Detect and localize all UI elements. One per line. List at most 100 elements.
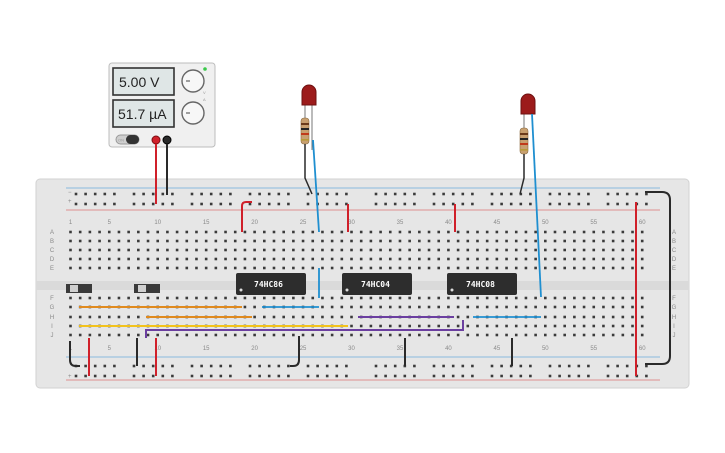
terminal-hole[interactable] [611, 257, 615, 261]
rail-hole[interactable] [229, 364, 232, 368]
terminal-hole[interactable] [553, 257, 557, 261]
terminal-hole[interactable] [98, 296, 101, 300]
terminal-hole[interactable] [340, 248, 344, 252]
terminal-hole[interactable] [427, 230, 431, 234]
terminal-hole[interactable] [263, 333, 266, 337]
terminal-hole[interactable] [640, 333, 644, 337]
rail-hole[interactable] [374, 202, 378, 206]
rail-hole[interactable] [190, 192, 194, 196]
terminal-hole[interactable] [166, 239, 169, 243]
terminal-hole[interactable] [592, 333, 596, 337]
terminal-hole[interactable] [185, 333, 189, 337]
rail-hole[interactable] [142, 192, 145, 196]
terminal-hole[interactable] [640, 239, 644, 243]
terminal-hole[interactable] [156, 333, 160, 337]
terminal-hole[interactable] [495, 248, 499, 252]
terminal-hole[interactable] [88, 230, 92, 234]
terminal-hole[interactable] [369, 257, 373, 261]
terminal-hole[interactable] [243, 248, 247, 252]
rail-hole[interactable] [587, 374, 590, 378]
rail-hole[interactable] [93, 202, 97, 206]
terminal-hole[interactable] [573, 248, 576, 252]
terminal-hole[interactable] [292, 333, 295, 337]
terminal-hole[interactable] [456, 248, 460, 252]
led-1-signal-wire[interactable] [312, 139, 320, 233]
terminal-hole[interactable] [321, 333, 324, 337]
terminal-hole[interactable] [321, 305, 324, 309]
terminal-hole[interactable] [224, 296, 227, 300]
terminal-hole[interactable] [631, 248, 634, 252]
terminal-hole[interactable] [621, 266, 625, 270]
terminal-hole[interactable] [379, 239, 382, 243]
terminal-hole[interactable] [611, 239, 615, 243]
rail-hole[interactable] [442, 374, 445, 378]
terminal-hole[interactable] [301, 248, 305, 252]
terminal-hole[interactable] [204, 248, 208, 252]
terminal-hole[interactable] [214, 239, 218, 243]
terminal-hole[interactable] [311, 315, 315, 319]
terminal-hole[interactable] [544, 315, 547, 319]
terminal-hole[interactable] [195, 230, 198, 234]
rail-hole[interactable] [451, 374, 455, 378]
terminal-hole[interactable] [582, 257, 586, 261]
terminal-hole[interactable] [447, 305, 450, 309]
terminal-hole[interactable] [146, 257, 150, 261]
terminal-hole[interactable] [592, 296, 596, 300]
terminal-hole[interactable] [330, 239, 334, 243]
rail-hole[interactable] [325, 364, 329, 368]
terminal-hole[interactable] [505, 239, 508, 243]
terminal-hole[interactable] [505, 324, 508, 328]
terminal-hole[interactable] [330, 257, 334, 261]
terminal-hole[interactable] [243, 239, 247, 243]
terminal-hole[interactable] [107, 333, 111, 337]
terminal-hole[interactable] [437, 230, 441, 234]
rail-hole[interactable] [548, 202, 552, 206]
rail-hole[interactable] [567, 192, 571, 196]
rail-hole[interactable] [277, 202, 281, 206]
terminal-hole[interactable] [204, 230, 208, 234]
terminal-hole[interactable] [311, 239, 315, 243]
terminal-hole[interactable] [243, 305, 247, 309]
terminal-hole[interactable] [544, 257, 547, 261]
terminal-hole[interactable] [146, 239, 150, 243]
rail-hole[interactable] [471, 192, 474, 196]
rail-hole[interactable] [93, 192, 97, 196]
rail-hole[interactable] [113, 374, 116, 378]
rail-hole[interactable] [567, 374, 571, 378]
terminal-hole[interactable] [69, 315, 72, 319]
rail-hole[interactable] [490, 202, 494, 206]
terminal-hole[interactable] [505, 333, 508, 337]
terminal-hole[interactable] [544, 296, 547, 300]
rail-hole[interactable] [209, 374, 213, 378]
terminal-hole[interactable] [437, 266, 441, 270]
terminal-hole[interactable] [137, 296, 140, 300]
rail-hole[interactable] [519, 202, 523, 206]
terminal-hole[interactable] [282, 315, 285, 319]
terminal-hole[interactable] [263, 248, 266, 252]
terminal-hole[interactable] [292, 266, 295, 270]
terminal-hole[interactable] [321, 230, 324, 234]
terminal-hole[interactable] [253, 257, 256, 261]
terminal-hole[interactable] [640, 315, 644, 319]
terminal-hole[interactable] [563, 230, 566, 234]
terminal-hole[interactable] [563, 239, 566, 243]
terminal-hole[interactable] [340, 266, 344, 270]
terminal-hole[interactable] [204, 333, 208, 337]
terminal-hole[interactable] [340, 305, 344, 309]
rail-hole[interactable] [625, 202, 629, 206]
terminal-hole[interactable] [447, 296, 450, 300]
terminal-hole[interactable] [166, 257, 169, 261]
terminal-hole[interactable] [369, 333, 373, 337]
terminal-hole[interactable] [350, 315, 353, 319]
rail-hole[interactable] [587, 202, 590, 206]
slide-switch-a[interactable] [66, 284, 92, 293]
terminal-hole[interactable] [369, 305, 373, 309]
terminal-hole[interactable] [117, 296, 121, 300]
terminal-hole[interactable] [166, 296, 169, 300]
rail-hole[interactable] [277, 364, 281, 368]
rail-hole[interactable] [267, 192, 271, 196]
rail-hole[interactable] [577, 192, 581, 196]
rail-hole[interactable] [325, 374, 329, 378]
terminal-hole[interactable] [640, 324, 644, 328]
terminal-hole[interactable] [78, 315, 82, 319]
